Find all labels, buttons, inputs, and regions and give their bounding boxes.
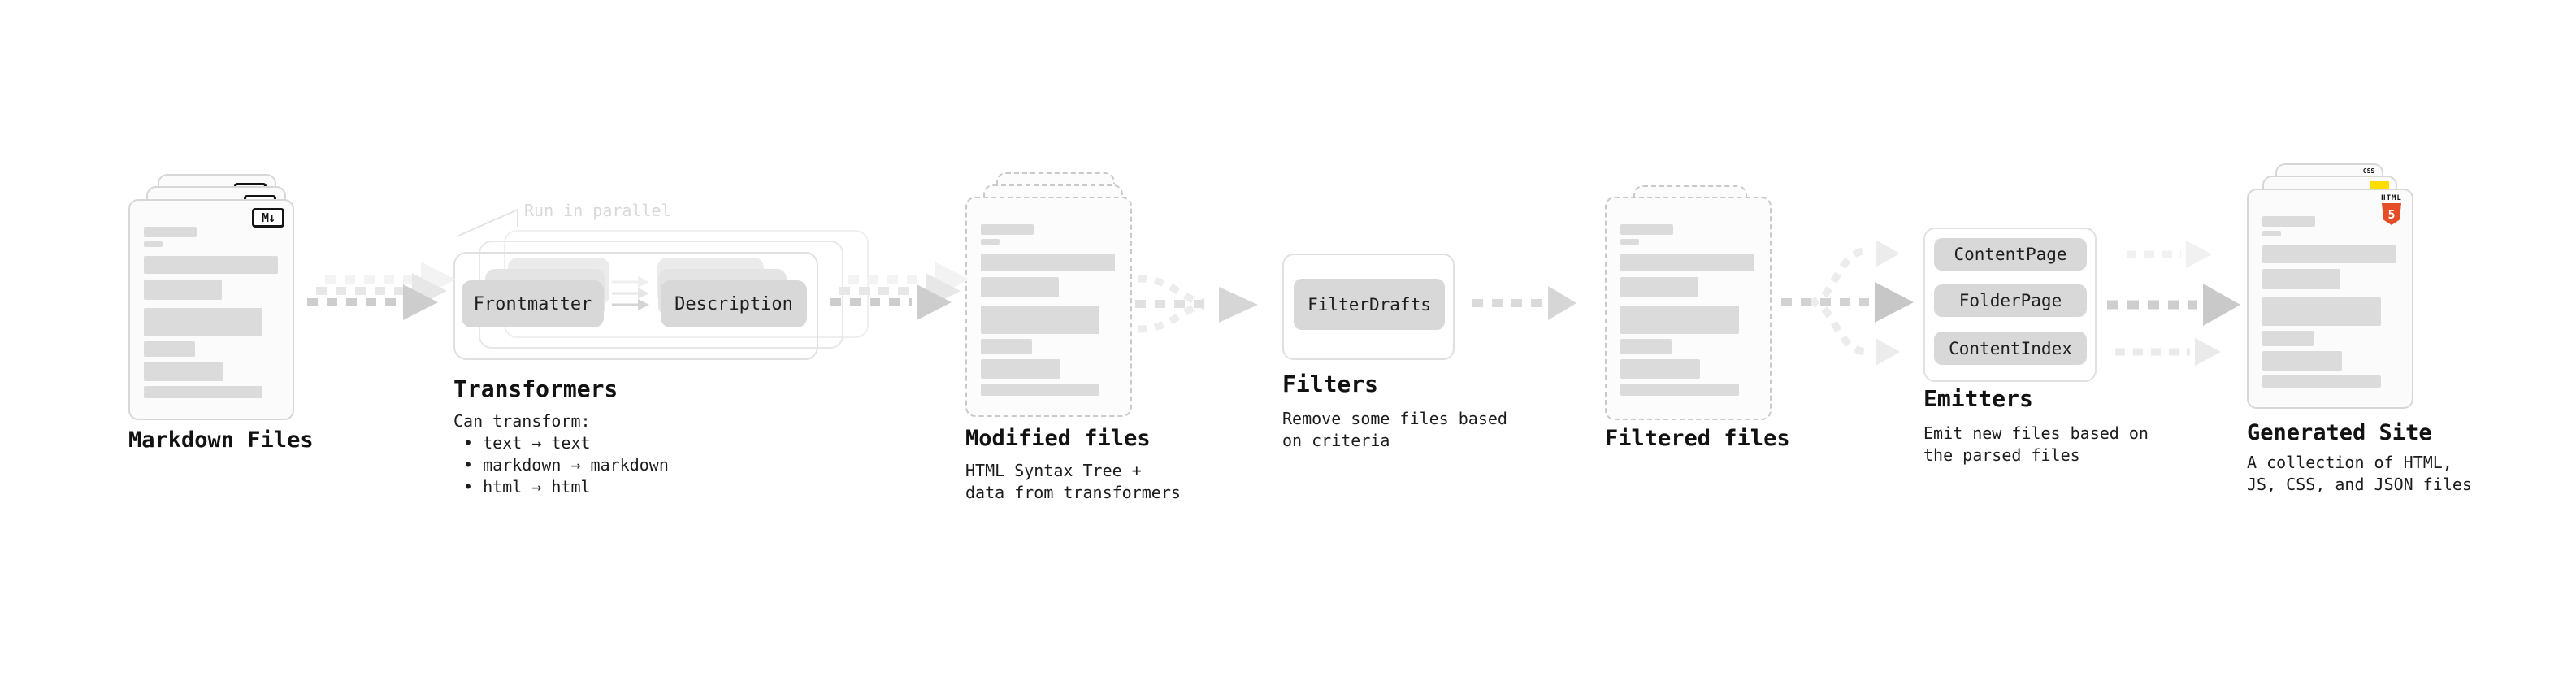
skeleton-line [1620,306,1739,334]
modified-files-description: HTML Syntax Tree + data from transformer… [965,460,1181,504]
file-card-filtered [1605,197,1772,420]
emitter-chip-folderpage: FolderPage [1934,284,2087,317]
emitter-chip-contentindex: ContentIndex [1934,332,2087,365]
filters-heading: Filters [1282,371,1379,397]
markdown-icon: M↓ [252,208,284,228]
generated-site-label: Generated Site [2247,420,2432,445]
annotation-leader-line [456,208,518,237]
transformers-description: Can transform: • text → text • markdown … [453,410,669,498]
emitters-heading: Emitters [1923,385,2033,412]
skeleton-line [1620,384,1739,396]
description-line: A collection of HTML, [2247,453,2452,472]
skeleton-line [981,359,1060,379]
file-card-modified [965,197,1132,417]
description-line: Emit new files based on [1923,423,2149,443]
description-line: HTML Syntax Tree + [965,461,1142,480]
skeleton-line [1620,359,1700,379]
skeleton-line [144,241,163,247]
chip-arrow-icon [612,299,649,310]
filters-description: Remove some files based on criteria [1282,408,1507,452]
arrow-emitters-to-generated-icon [2107,241,2240,366]
transformer-layer-front [453,252,818,360]
description-line: on criteria [1282,431,1390,450]
skeleton-line [1620,339,1672,354]
skeleton-line [1620,224,1673,235]
skeleton-line [981,224,1034,235]
arrow-filters-to-filtered-icon [1472,286,1576,320]
emitters-description: Emit new files based on the parsed files [1923,423,2149,466]
transform-bullet: • text → text [463,433,591,453]
modified-files-label: Modified files [965,426,1151,451]
skeleton-line [1620,239,1639,245]
emitter-chip-contentpage: ContentPage [1934,238,2087,271]
html5-badge-label: HTML [2381,194,2402,202]
skeleton-line [1620,277,1698,297]
skeleton-line [2262,231,2281,236]
skeleton-line [981,339,1032,354]
skeleton-line [2262,269,2340,289]
filter-chip-filterdrafts: FilterDrafts [1294,279,1445,330]
transformer-chip-frontmatter: Frontmatter [462,280,604,327]
transform-bullet: • html → html [463,477,591,497]
skeleton-line [1620,254,1754,271]
run-in-parallel-annotation: Run in parallel [524,201,671,220]
arrow-filtered-to-emitters-icon [1781,240,1914,366]
skeleton-line [2262,297,2381,326]
generated-site-description: A collection of HTML, JS, CSS, and JSON … [2247,452,2472,496]
skeleton-line [2262,375,2381,388]
description-line: Remove some files based [1282,409,1507,428]
css-badge-label: CSS [2362,167,2375,175]
html5-badge-number: 5 [2387,206,2396,222]
skeleton-line [144,308,262,336]
skeleton-line [144,341,195,357]
skeleton-line [2262,216,2315,227]
skeleton-line [144,280,222,300]
skeleton-line [2262,245,2396,263]
chip-arrow-icon [612,288,649,299]
js-badge [2370,181,2389,189]
skeleton-line [981,277,1059,297]
markdown-files-label: Markdown Files [128,427,314,453]
transformer-chip-description: Description [661,280,807,327]
skeleton-line [2262,331,2314,346]
transformers-intro: Can transform: [453,411,591,431]
skeleton-line [981,384,1099,396]
description-line: the parsed files [1923,445,2080,465]
skeleton-line [2262,351,2342,371]
skeleton-line [981,239,1000,245]
skeleton-line [144,256,278,274]
description-line: data from transformers [965,483,1181,502]
file-card-markdown: M↓ [128,199,294,420]
skeleton-line [981,306,1099,334]
skeleton-line [144,227,197,237]
description-line: JS, CSS, and JSON files [2247,475,2472,494]
arrow-markdown-to-transformers-icon [307,262,456,320]
skeleton-line [144,362,223,381]
skeleton-line [981,254,1115,271]
file-card-html: HTML 5 [2247,189,2413,409]
filtered-files-label: Filtered files [1605,426,1790,451]
transform-bullet: • markdown → markdown [463,455,669,475]
arrow-modified-to-filters-icon [1135,275,1258,333]
chip-arrow-icon [612,276,649,288]
skeleton-line [144,386,262,398]
transformers-heading: Transformers [453,375,618,402]
html5-icon: HTML 5 [2380,195,2403,225]
